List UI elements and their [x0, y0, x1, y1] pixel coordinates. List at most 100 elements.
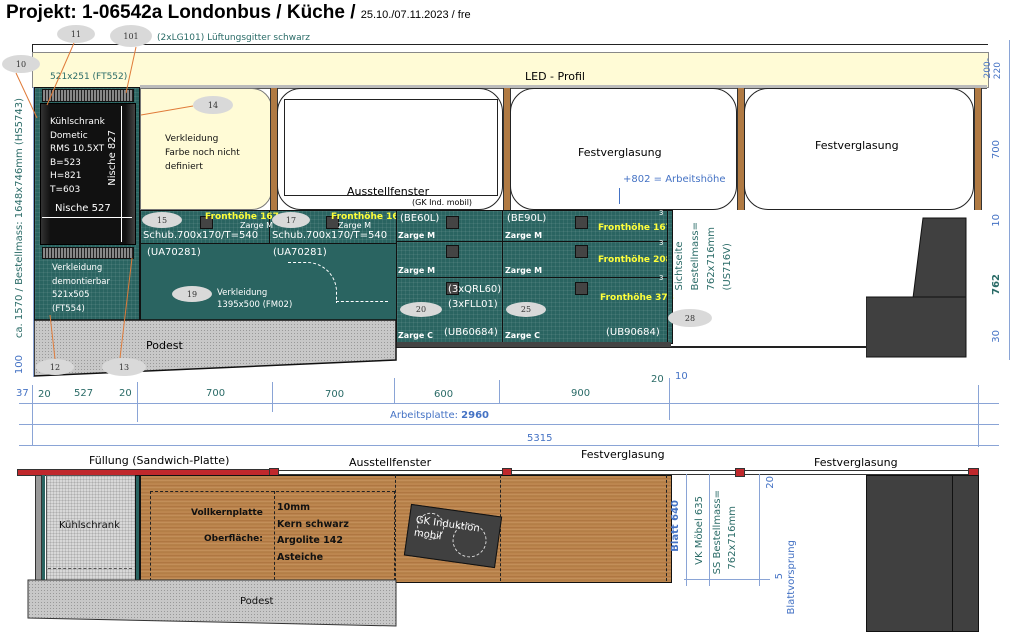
left-dim-bottom: 100	[14, 355, 25, 375]
plan-fest-1-label: Festverglasung	[581, 448, 665, 461]
fridge-side-panel	[42, 475, 45, 580]
dim-tick	[499, 380, 500, 404]
position-bubble: 25	[506, 302, 546, 317]
text-line: Oberfläche:	[204, 534, 263, 544]
plan-dim-overhang: Blattvorsprung	[786, 540, 797, 615]
niche-height: Nische 827	[107, 130, 118, 186]
text-line: demontierbar	[52, 276, 111, 287]
plan-dim-5: 5	[774, 573, 785, 580]
left-dim-label: ca. 1570 / Bestellmass: 1648x746mm (HS57…	[14, 98, 25, 339]
cab600-zarge-bot: Zarge C	[398, 331, 433, 340]
left-dim-line	[33, 87, 34, 377]
cab900-top-code: (BE90L)	[507, 213, 547, 224]
cab600-code: (UB60684)	[444, 327, 498, 338]
project-title: Projekt: 1-06542a Londonbus / Küche /	[6, 2, 356, 23]
plan-dim-20: 20	[765, 476, 776, 489]
total-dim: 5315	[527, 433, 553, 444]
dim-row-3	[19, 445, 999, 446]
dim-tick	[669, 378, 670, 420]
window-fest-1-label: Festverglasung	[578, 146, 662, 159]
bench-plan	[866, 475, 953, 632]
drawer-1-zarge: Zarge M	[240, 221, 273, 230]
drawer-1-code: (UA70281)	[147, 247, 201, 258]
bench-backrest	[912, 217, 967, 299]
text-line: (US716V)	[722, 243, 733, 291]
plan-podest-label: Podest	[240, 596, 274, 607]
cab900-front-1: Fronthöhe 167	[598, 223, 672, 233]
text-line: 1395x500 (FM02)	[217, 300, 293, 310]
fridge-line: T=603	[50, 184, 81, 195]
side-wall	[35, 475, 42, 584]
text-line: (FT554)	[52, 303, 85, 314]
cladding-divider	[274, 491, 275, 580]
dim-tick	[394, 378, 395, 404]
text-line: Verkleidung	[217, 288, 268, 298]
drawer-1-size: Schub.700x170/T=540	[143, 230, 259, 241]
cab900-zarge-bot: Zarge C	[505, 331, 540, 340]
podest-label: Podest	[146, 339, 183, 352]
bench-backrest-plan	[952, 475, 979, 632]
cab900-front-2: Fronthöhe 208	[598, 255, 672, 265]
podest-plan	[27, 579, 397, 627]
cab600-rail-1: (3xQRL60)	[448, 284, 502, 295]
position-bubble: 101	[110, 25, 152, 47]
text-line: Verkleidung	[52, 263, 103, 273]
hob-label: GK Induktion mobil	[413, 514, 480, 549]
vent-label: (2xLG101) Lüftungsgitter schwarz	[157, 33, 311, 43]
window-ausstell-sublabel: (GK Ind. mobil)	[412, 198, 473, 207]
window-fest-1	[510, 88, 737, 210]
handle-icon	[575, 245, 588, 258]
led-label: LED - Profil	[525, 70, 585, 83]
cab600-top-code: (BE60L)	[400, 213, 440, 224]
drawer-1-front: Fronthöhe 167	[205, 212, 279, 222]
dim-tick	[137, 382, 138, 422]
text-line: Vollkernplatte	[191, 508, 263, 518]
right-dim: 30	[991, 330, 1002, 343]
fridge-specs: Kühlschrank Dometic RMS 10.5XT B=523 H=8…	[50, 116, 105, 197]
position-bubble: 14	[193, 96, 233, 114]
dim-37: 37	[16, 388, 29, 399]
plan-fridge-label: Kühlschrank	[59, 520, 120, 531]
text-line: Sichtseite	[674, 241, 685, 291]
worktop-dim-value: 2960	[461, 410, 490, 421]
text-line: 521x505	[52, 290, 90, 300]
dim-20: 20	[119, 388, 132, 399]
fridge-line: Dometic	[50, 130, 88, 141]
handle-icon	[200, 216, 213, 229]
worktop	[140, 475, 672, 583]
bench-base	[866, 296, 967, 358]
drawer-2-code: (UA70281)	[273, 247, 327, 258]
cab900-zarge-mid: Zarge M	[505, 266, 543, 275]
fridge-plan	[46, 475, 136, 581]
right-dim: 700	[991, 140, 1002, 160]
handle-icon	[446, 245, 459, 258]
dim-900: 900	[571, 388, 591, 399]
cab600-rail-2: (3xFLL01)	[448, 299, 498, 310]
dim-line-base	[684, 579, 770, 580]
position-bubble: 20	[400, 302, 442, 317]
position-bubble: 12	[36, 359, 74, 375]
cab900-code: (UB90684)	[606, 327, 660, 338]
plan-dim-ss-2: 762x716mm	[727, 506, 738, 570]
window-fest-2	[744, 88, 974, 210]
dim-tick	[272, 382, 273, 412]
position-bubble: 13	[102, 358, 146, 376]
window-ausstell-label: Ausstellfenster	[347, 185, 430, 198]
roof-line	[32, 44, 988, 53]
page-title: Projekt: 1-06542a Londonbus / Küche / 25…	[6, 2, 471, 24]
side-panel-label: Sichtseite Bestellmass= 762x716mm (US716…	[672, 222, 736, 291]
position-bubble: 19	[172, 286, 212, 302]
cab600-zarge-mid: Zarge M	[398, 266, 436, 275]
fridge-line: H=821	[50, 171, 82, 181]
plan-fest-2-label: Festverglasung	[814, 456, 898, 469]
cab900-zarge-top: Zarge M	[505, 231, 543, 240]
cladding-top-label: Verkleidung Farbe noch nicht definiert	[165, 132, 240, 174]
vent-grille-top	[42, 89, 134, 102]
work-height-arrow	[619, 188, 620, 204]
project-date: 25.10./07.11.2023 / fre	[360, 9, 471, 21]
dim-row-2	[19, 424, 999, 425]
dim-row-1	[19, 403, 999, 404]
dim-600: 600	[434, 389, 454, 400]
niche-width: Nische 527	[55, 203, 111, 214]
dim-line-vk	[709, 474, 710, 586]
